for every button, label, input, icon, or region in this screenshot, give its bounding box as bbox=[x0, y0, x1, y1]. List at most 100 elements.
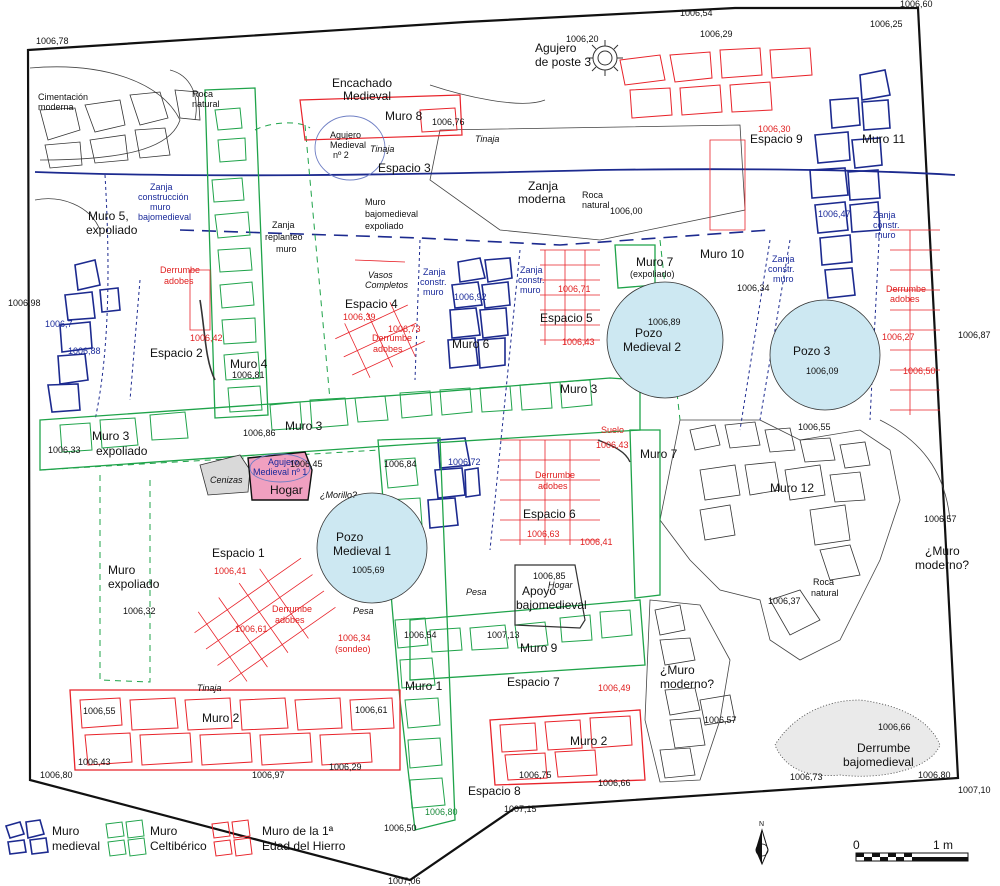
label-pozo-medieval1-1: Pozo bbox=[336, 530, 364, 544]
label-apoyo-1: Apoyo bbox=[522, 584, 556, 598]
elev-b-25: 1007,13 bbox=[487, 630, 520, 640]
label-sondeo: (sondeo) bbox=[335, 644, 371, 654]
label-muro-5-2: expoliado bbox=[86, 223, 138, 237]
label-pozo-medieval1-2: Medieval 1 bbox=[333, 544, 391, 558]
label-muro-5-1: Muro 5, bbox=[88, 209, 129, 223]
rock-outlines bbox=[29, 66, 951, 783]
label-derrumbe-adobes-right-1: Derrumbe bbox=[886, 284, 926, 294]
label-derrumbe-adobes-e6-1: Derrumbe bbox=[535, 470, 575, 480]
label-espacio-6: Espacio 6 bbox=[523, 507, 576, 521]
elev-r-13: 1006,34 bbox=[338, 633, 371, 643]
label-muro-bajomedieval-1: Muro bbox=[365, 197, 386, 207]
muro-1-wall bbox=[377, 437, 456, 831]
label-zanja-replanteo-1: Zanja bbox=[272, 220, 295, 230]
label-zanja-replanteo-3: muro bbox=[276, 244, 297, 254]
elev-b-12: 1006,09 bbox=[806, 366, 839, 376]
cobbles-muro-12 bbox=[689, 421, 871, 636]
legend-celtiberico-2: Celtibérico bbox=[150, 839, 207, 853]
elev-bl-4: 1006,72 bbox=[448, 457, 481, 467]
label-agujero-medieval2-2: Medieval bbox=[330, 140, 366, 150]
derrumbe-bajomedieval-area bbox=[774, 699, 941, 777]
label-zanja-constr-muro-mid2-2: constr. bbox=[518, 275, 545, 285]
elev-bl-0: 1006,47 bbox=[818, 209, 851, 219]
legend-medieval-1: Muro bbox=[52, 824, 80, 838]
agujero-medieval-1 bbox=[249, 453, 311, 483]
cenizas-area bbox=[199, 454, 251, 496]
label-muro-moderno-mid-2: moderno? bbox=[660, 677, 714, 691]
label-derrumbe-adobes-left-1: Derrumbe bbox=[160, 265, 200, 275]
label-vasos-completos-1: Vasos bbox=[368, 270, 393, 280]
label-zanja-constr-muro-mid-3: muro bbox=[423, 287, 444, 297]
elevations-red: 1006,30 1006,71 1006,39 1006,73 1006,42 … bbox=[190, 124, 936, 693]
elev-b-21: 1006,85 bbox=[533, 571, 566, 581]
elev-r-3: 1006,73 bbox=[388, 324, 421, 334]
elev-b-1: 1006,54 bbox=[680, 8, 713, 18]
cobbles-muro-moderno bbox=[654, 604, 736, 779]
elev-b-40: 1006,50 bbox=[384, 823, 417, 833]
elev-b-22: 1006,37 bbox=[768, 596, 801, 606]
elev-b-38: 1007,10 bbox=[958, 785, 991, 795]
elev-b-39: 1007,15 bbox=[504, 804, 537, 814]
elev-r-8: 1006,43 bbox=[596, 440, 629, 450]
legend-hierro-1: Muro de la 1ª bbox=[262, 824, 334, 838]
label-zanja-constr-muro-mid-2: constr. bbox=[420, 277, 447, 287]
muro-2-left bbox=[69, 689, 401, 771]
label-muro-moderno-mid-1: ¿Muro bbox=[660, 663, 695, 677]
label-zanja-moderna-1: Zanja bbox=[528, 179, 558, 193]
elev-b-28: 1006,57 bbox=[704, 715, 737, 725]
label-muro-7: Muro 7 bbox=[640, 447, 678, 461]
elev-b-16: 1006,33 bbox=[48, 445, 81, 455]
label-muro-expoliado-2: expoliado bbox=[108, 577, 160, 591]
label-espacio-5: Espacio 5 bbox=[540, 311, 593, 325]
muro-9-wall bbox=[409, 599, 646, 681]
label-agujero-poste-2: de poste 3 bbox=[535, 55, 591, 69]
muro-3-wall bbox=[39, 377, 641, 471]
elev-r-9: 1006,63 bbox=[527, 529, 560, 539]
label-zanja-constr-muro-mid2-3: muro bbox=[520, 285, 541, 295]
label-muro-12: Muro 12 bbox=[770, 481, 814, 495]
label-muro-11: Muro 11 bbox=[862, 132, 905, 146]
medieval-wall-line bbox=[34, 168, 956, 177]
elev-b-14: 1006,55 bbox=[798, 422, 831, 432]
label-derrumbe-adobes-e1-1: Derrumbe bbox=[272, 604, 312, 614]
legend-medieval-swatch bbox=[4, 819, 49, 855]
elev-b-10: 1006,87 bbox=[958, 330, 991, 340]
agujero-poste-3-icon bbox=[587, 40, 623, 76]
label-zanja-constr-muro-far-2: constr. bbox=[873, 220, 900, 230]
agujero-medieval-2 bbox=[314, 115, 386, 181]
elev-r-2: 1006,39 bbox=[343, 312, 376, 322]
label-vasos-completos-2: Completos bbox=[365, 280, 409, 290]
label-derrumbe-adobes-e4-1: Derrumbe bbox=[372, 333, 412, 343]
elev-bl-1: 1006,7 bbox=[45, 319, 73, 329]
label-roca-natural-mid-2: natural bbox=[582, 200, 610, 210]
legend-celtiberico-1: Muro bbox=[150, 824, 178, 838]
label-muro-8: Muro 8 bbox=[385, 109, 423, 123]
elev-b-35: 1006,66 bbox=[598, 778, 631, 788]
label-morillo: ¿Morillo? bbox=[320, 490, 357, 500]
label-muro-9: Muro 9 bbox=[520, 641, 558, 655]
elev-r-1: 1006,71 bbox=[558, 284, 591, 294]
north-arrow-icon: N bbox=[755, 821, 769, 866]
legend-hierro-2: Edad del Hierro bbox=[262, 839, 346, 853]
label-encachado-1: Encachado bbox=[332, 76, 392, 90]
elev-bl-2: 1006,88 bbox=[68, 346, 101, 356]
label-derrumbe-adobes-e6-2: adobes bbox=[538, 481, 568, 491]
label-hogar-small: Hogar bbox=[548, 580, 574, 590]
elev-b-36: 1006,73 bbox=[790, 772, 823, 782]
adobe-hatches bbox=[189, 139, 940, 683]
elev-b-37: 1006,80 bbox=[918, 770, 951, 780]
label-derrumbe-bajomedieval-1: Derrumbe bbox=[857, 741, 911, 755]
label-derrumbe-adobes-e4-2: adobes bbox=[373, 344, 403, 354]
label-zanja-construccion-1: Zanja bbox=[150, 182, 173, 192]
label-espacio-8: Espacio 8 bbox=[468, 784, 521, 798]
label-zanja-construccion-4: bajomedieval bbox=[138, 212, 191, 222]
label-cimentacion-1: Cimentación bbox=[38, 92, 88, 102]
elev-b-13: 1006,81 bbox=[232, 370, 265, 380]
muro-6-lower-stones bbox=[427, 437, 481, 529]
label-apoyo-2: bajomedieval bbox=[516, 598, 587, 612]
label-pesa-left: Pesa bbox=[353, 606, 374, 616]
elev-b-18: 1006,84 bbox=[384, 459, 417, 469]
site-boundary bbox=[26, 6, 960, 882]
elev-b-15: 1006,86 bbox=[243, 428, 276, 438]
